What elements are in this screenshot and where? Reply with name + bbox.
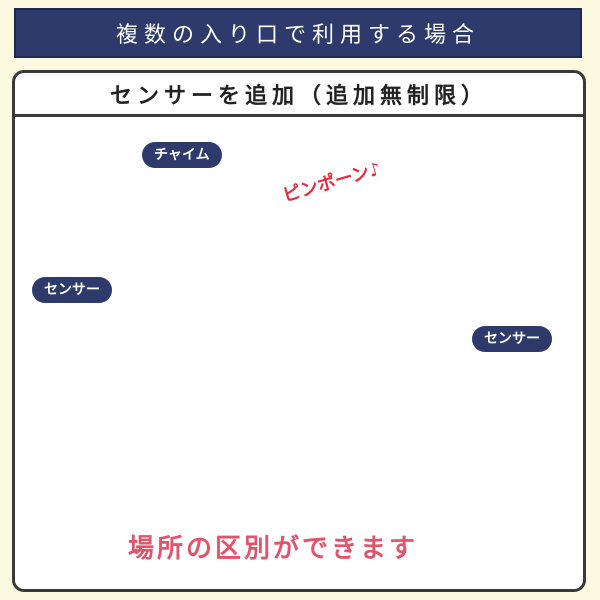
page-title: 複数の入り口で利用する場合	[115, 23, 480, 48]
sensor-left-label: センサー	[32, 277, 112, 303]
sensor-right-label: センサー	[472, 326, 552, 352]
chime-label: チャイム	[142, 142, 222, 168]
page-title-banner: 複数の入り口で利用する場合	[14, 8, 582, 58]
panel-subtitle-text: センサーを追加（追加無制限）	[109, 83, 488, 109]
panel-subtitle: センサーを追加（追加無制限）	[15, 73, 583, 117]
caption-text: 場所の区別ができます	[128, 534, 419, 564]
